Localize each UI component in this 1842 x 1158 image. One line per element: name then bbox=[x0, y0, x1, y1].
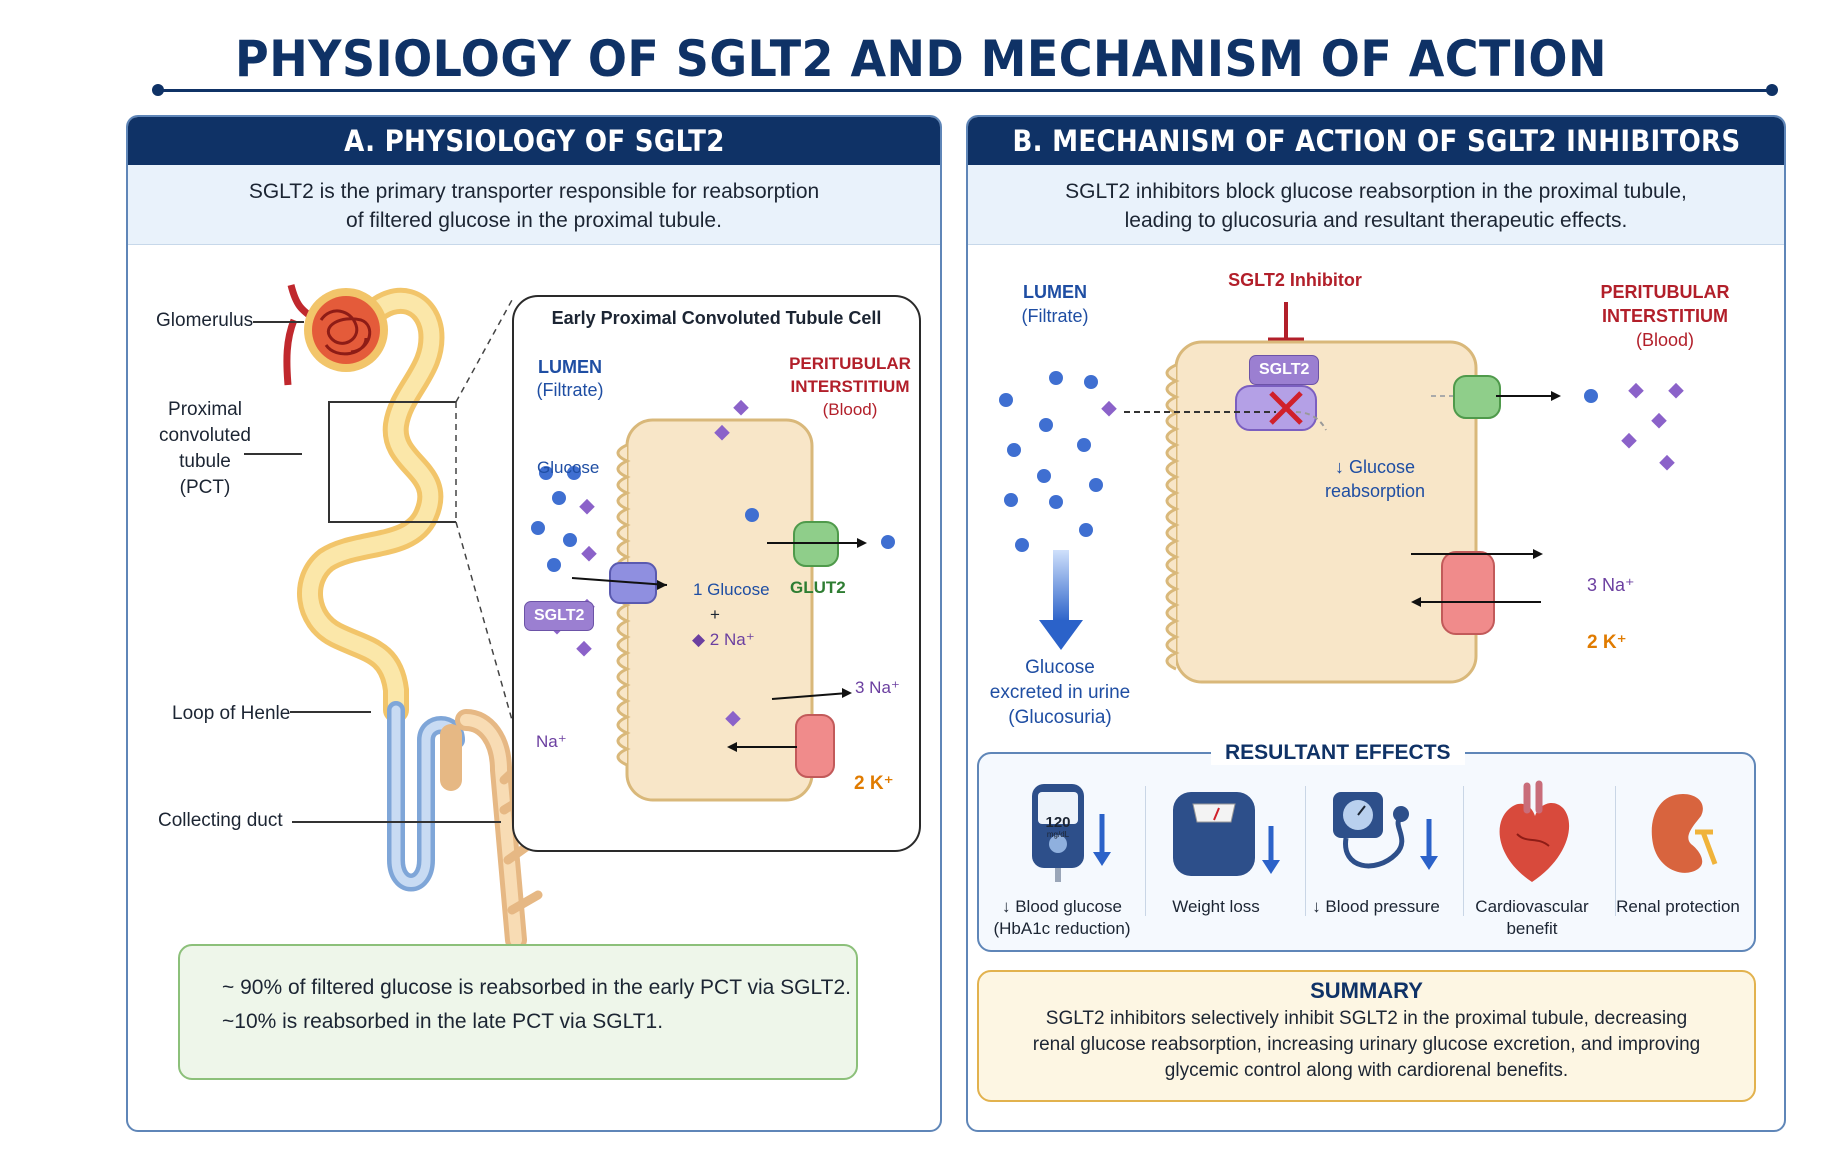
label-glomerulus: Glomerulus bbox=[156, 310, 254, 331]
label-loop-of-henle: Loop of Henle bbox=[172, 703, 291, 724]
effects-title: RESULTANT EFFECTS bbox=[1211, 741, 1465, 765]
note-line-sglt1: ~10% is reabsorbed in the late PCT via S… bbox=[222, 1010, 664, 1033]
cell-title: Early Proximal Convoluted Tubule Cell bbox=[551, 308, 882, 328]
plus-label: + bbox=[710, 605, 720, 624]
panel-b-header: B. MECHANISM OF ACTION OF SGLT2 INHIBITO… bbox=[968, 117, 1784, 165]
three-na-label: 3 Na⁺ bbox=[855, 678, 900, 697]
panel-b-subtitle: SGLT2 inhibitors block glucose reabsorpt… bbox=[968, 165, 1784, 245]
bp-cuff-icon bbox=[1333, 792, 1438, 870]
glucometer-icon bbox=[1032, 784, 1111, 882]
summary-text: SGLT2 inhibitors selectively inhibit SGL… bbox=[1032, 1008, 1701, 1081]
one-glucose-label: 1 Glucose bbox=[693, 580, 770, 599]
resultant-effects-box: RESULTANT EFFECTS 120 mg/dL ↓ Blood gluc… bbox=[977, 741, 1756, 952]
b-two-k-label: 2 K⁺ bbox=[1587, 632, 1627, 653]
effect-renal: Renal protection bbox=[1603, 774, 1753, 944]
divider-dot-left bbox=[152, 84, 164, 96]
kidney-icon bbox=[1651, 794, 1718, 873]
effect-divider bbox=[1145, 786, 1146, 916]
b-three-na-label: 3 Na⁺ bbox=[1587, 575, 1635, 595]
pct-cell-diagram bbox=[531, 399, 895, 802]
divider-dot-right bbox=[1766, 84, 1778, 96]
meter-reading: 120 bbox=[1045, 814, 1071, 831]
note-line-sglt2: ~ 90% of filtered glucose is reabsorbed … bbox=[222, 976, 851, 999]
two-k-label: 2 K⁺ bbox=[854, 773, 894, 794]
sglt2-badge: SGLT2 bbox=[524, 601, 595, 631]
label-pct: Proximal convoluted tubule (PCT) bbox=[159, 399, 251, 498]
panel-mechanism: B. MECHANISM OF ACTION OF SGLT2 INHIBITO… bbox=[966, 115, 1786, 1132]
effect-caption: Renal protection bbox=[1616, 897, 1740, 916]
glucose-reabsorption-note: ~ 90% of filtered glucose is reabsorbed … bbox=[178, 944, 858, 1080]
effect-weight-loss: Weight loss bbox=[1141, 774, 1291, 944]
inhibition-diagram bbox=[999, 302, 1684, 684]
effect-caption: ↓ Blood pressure bbox=[1312, 897, 1440, 916]
b-lumen-label: LUMEN(Filtrate) bbox=[1021, 282, 1089, 326]
scale-icon bbox=[1173, 792, 1280, 876]
effect-divider bbox=[1463, 786, 1464, 916]
two-na-label: ◆ 2 Na⁺ bbox=[692, 630, 755, 649]
cell-glucose-label: Glucose bbox=[537, 458, 600, 477]
effect-blood-glucose: 120 mg/dL ↓ Blood glucose(HbA1c reductio… bbox=[987, 774, 1137, 944]
effect-caption: ↓ Blood glucose(HbA1c reduction) bbox=[993, 897, 1131, 938]
title-divider bbox=[158, 89, 1772, 92]
cell-lumen-label: LUMEN(Filtrate) bbox=[536, 357, 604, 400]
nephron-diagram bbox=[244, 284, 543, 950]
effect-blood-pressure: ↓ Blood pressure bbox=[1301, 774, 1451, 944]
effect-caption: Weight loss bbox=[1172, 897, 1260, 916]
label-collecting-duct: Collecting duct bbox=[158, 810, 283, 831]
b-sglt2-badge: SGLT2 bbox=[1249, 355, 1320, 385]
summary-box: SUMMARY SGLT2 inhibitors selectively inh… bbox=[977, 970, 1756, 1102]
effect-divider bbox=[1615, 786, 1616, 916]
inhibitor-label: SGLT2 Inhibitor bbox=[1228, 270, 1362, 290]
glut2-label: GLUT2 bbox=[790, 578, 846, 597]
panel-a-subtitle: SGLT2 is the primary transporter respons… bbox=[128, 165, 940, 245]
summary-title: SUMMARY bbox=[1310, 978, 1423, 1003]
cell-na-label: Na⁺ bbox=[536, 732, 567, 751]
page-title: PHYSIOLOGY OF SGLT2 AND MECHANISM OF ACT… bbox=[235, 30, 1607, 88]
effect-divider bbox=[1305, 786, 1306, 916]
panel-a-header: A. PHYSIOLOGY OF SGLT2 bbox=[128, 117, 940, 165]
meter-unit: mg/dL bbox=[1046, 830, 1070, 839]
heart-icon bbox=[1499, 780, 1570, 882]
